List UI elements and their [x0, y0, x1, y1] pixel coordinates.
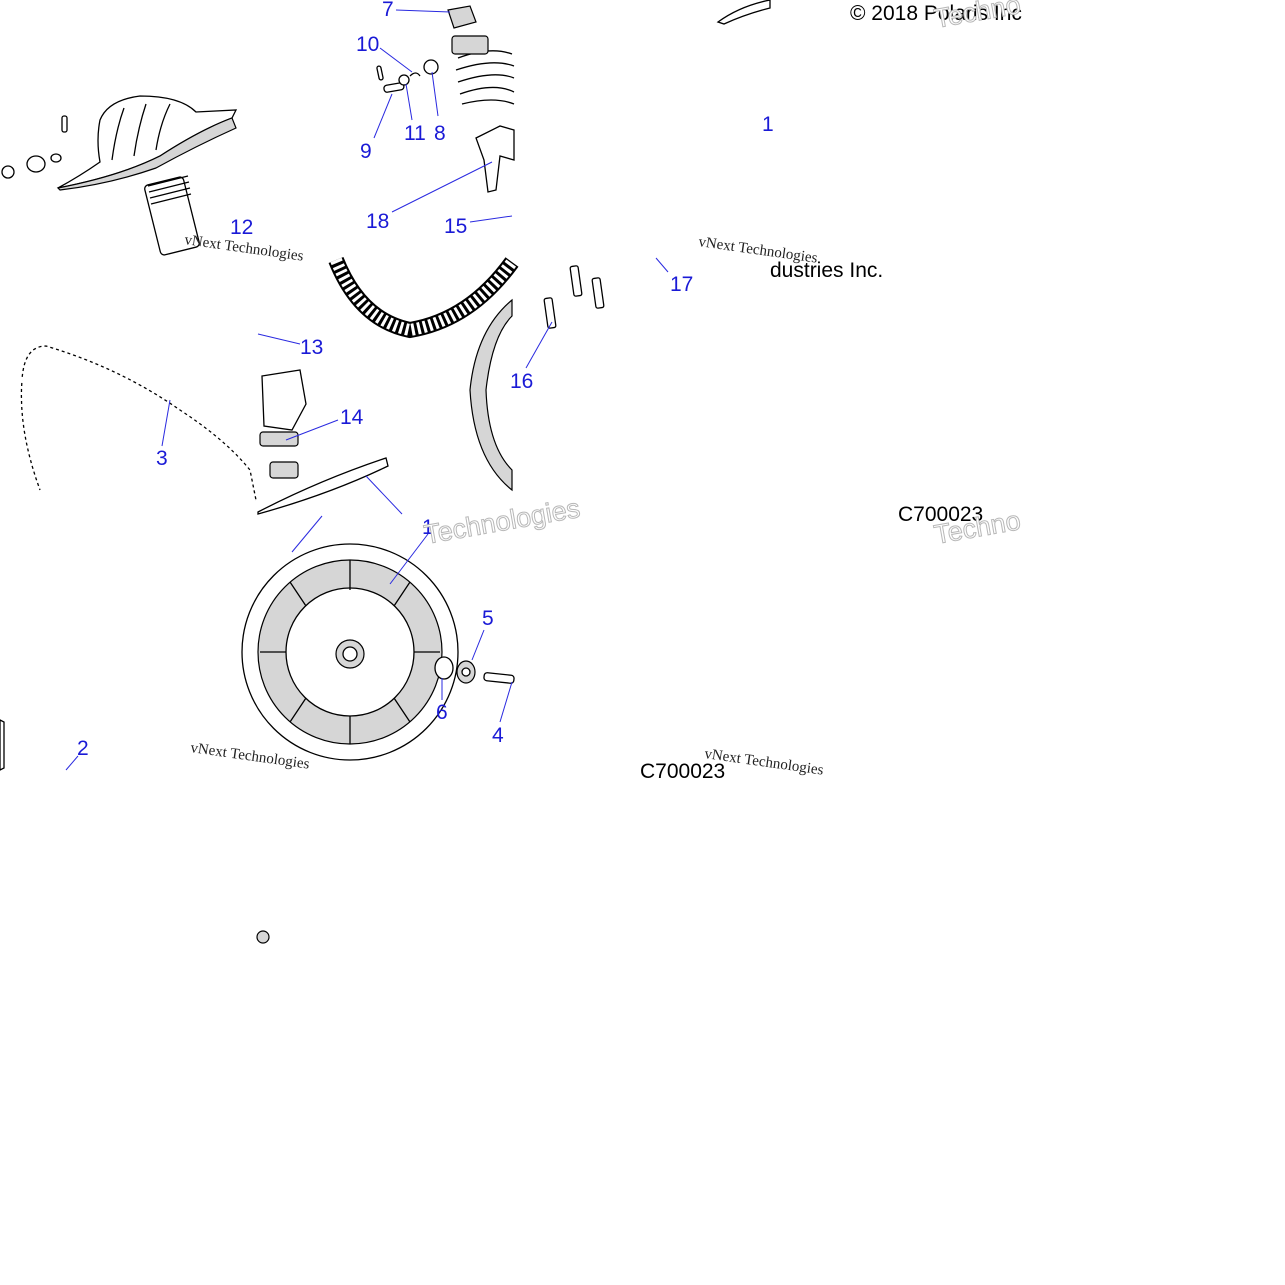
callout-12: 12 [230, 216, 253, 239]
screw-c-drawing [543, 297, 557, 329]
leader-14 [285, 419, 339, 441]
watermark-word-2: Technologies [422, 493, 582, 550]
movable-sheave-drawing [57, 95, 238, 189]
leader-18 [391, 161, 493, 213]
spring-drawing [455, 50, 515, 105]
tile-middle-left [16, 339, 262, 502]
drawing-code-right: C700023 [898, 503, 983, 526]
callout-labels: 7 10 9 11 8 1 18 15 12 17 13 16 14 3 1 5… [77, 0, 774, 760]
stationary-sheave-edge [257, 457, 389, 515]
nut-drawing [26, 155, 46, 173]
leader-sheave [365, 475, 403, 515]
callout-15: 15 [444, 215, 467, 238]
drive-belt-drawing [21, 345, 257, 501]
bolt-4-drawing [483, 672, 515, 684]
screw-a-drawing [569, 265, 583, 297]
callout-9: 9 [360, 140, 372, 163]
callout-2: 2 [77, 737, 89, 760]
small-pin-drawing [376, 65, 384, 81]
callout-3: 3 [156, 447, 168, 470]
leader-11 [405, 83, 413, 121]
washer-drawing [269, 461, 299, 479]
leader-7 [395, 9, 451, 13]
callout-5: 5 [482, 607, 494, 630]
leader-10 [379, 47, 413, 73]
leader-2 [65, 755, 79, 771]
callout-4: 4 [492, 724, 504, 747]
leader-13 [257, 333, 301, 345]
copyright-notice: © 2018 Polaris Inc [850, 2, 1022, 25]
copyright-notice-fragment: dustries Inc. [770, 259, 883, 282]
button-drawing [447, 5, 477, 29]
drive-belt-inner [16, 339, 262, 502]
callout-6: 6 [436, 701, 448, 724]
drawing-code-bottom: C700023 [640, 760, 725, 783]
watermark-text-3: vNext Technologies [189, 740, 310, 773]
callout-16: 16 [510, 370, 533, 393]
leader-16 [525, 321, 553, 369]
sheave-face [56, 117, 237, 191]
callout-19: 1 [762, 113, 774, 136]
sheave-ribs [111, 103, 171, 161]
callout-11: 11 [404, 122, 426, 145]
leader-1 [389, 533, 429, 585]
leader-9 [373, 93, 393, 139]
leader-5 [471, 629, 485, 661]
tile-lower-center [241, 543, 515, 761]
roller-drawing [423, 59, 439, 75]
leader-15 [469, 215, 513, 223]
clip-drawing [409, 72, 421, 77]
helix-drawing [261, 369, 307, 431]
spring-cap-drawing [451, 35, 489, 55]
belt-fragment-drawing [0, 719, 5, 771]
tile-top-left [1, 95, 238, 256]
clutch-bore [342, 646, 358, 662]
callout-10: 10 [356, 33, 379, 56]
spider-arm-drawing [475, 125, 515, 193]
callout-7: 7 [382, 0, 394, 21]
tile-center-right [543, 265, 605, 329]
callout-18: 18 [366, 210, 389, 233]
screw-b-drawing [591, 277, 605, 309]
leader-lines [65, 9, 669, 771]
leader-3 [161, 399, 171, 447]
roller-pin-drawing [383, 82, 405, 93]
roller-ring-drawing [398, 74, 410, 86]
leader-17 [655, 257, 669, 273]
leader-sheave-b [291, 515, 323, 553]
callout-14: 14 [340, 406, 364, 429]
bushing-drawing [259, 431, 299, 447]
washer-5-bore [461, 667, 471, 677]
washer-6-drawing [434, 656, 454, 680]
secondary-sheave-rim [469, 298, 513, 492]
washer-small-a [1, 165, 15, 179]
loose-washer-drawing [256, 930, 270, 944]
clutch-spokes [260, 560, 440, 744]
belt-arc-inner [330, 257, 517, 337]
shaft-threads [147, 175, 192, 205]
pin-drawing [61, 115, 68, 133]
tile-top-middle [376, 5, 515, 193]
callout-1: 1 [422, 516, 434, 539]
watermark-word-1: Techno [932, 0, 1023, 34]
cover-edge-drawing [716, 0, 771, 25]
callout-8: 8 [434, 122, 446, 145]
tile-center [257, 256, 519, 515]
callout-13: 13 [300, 336, 323, 359]
washer-small-b [50, 153, 62, 163]
watermark-text-2: vNext Technologies [697, 234, 818, 267]
leader-8 [431, 71, 439, 117]
leader-4 [499, 681, 513, 723]
callout-17: 17 [670, 273, 693, 296]
